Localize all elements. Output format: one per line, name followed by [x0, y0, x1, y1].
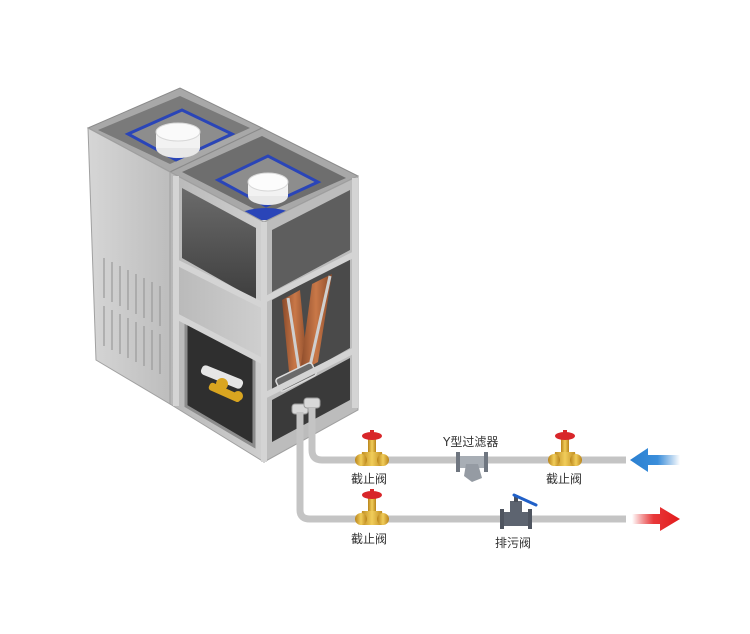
- return-pipe: [296, 412, 626, 523]
- drain-valve-label: 排污阀: [495, 536, 532, 550]
- valve-label-top-left: 截止阀: [351, 472, 388, 486]
- globe-valve-bottom-left[interactable]: [355, 489, 389, 525]
- inlet-arrow: [630, 448, 680, 472]
- cooling-unit: [86, 87, 360, 463]
- globe-valve-top-right[interactable]: [548, 430, 582, 466]
- strainer-label: Y型过滤器: [443, 435, 499, 449]
- frame-posts: [173, 176, 358, 462]
- copper-coil: [282, 274, 332, 382]
- outlet-arrow: [632, 507, 680, 531]
- pipes: [296, 408, 626, 523]
- cabinet-side-panel: [87, 127, 171, 405]
- drain-valve[interactable]: [500, 493, 538, 529]
- pipe-stubs: [291, 397, 321, 415]
- y-strainer[interactable]: [456, 452, 488, 482]
- supply-pipe: [308, 408, 626, 464]
- valve-label-bottom-left: 截止阀: [351, 532, 388, 546]
- valve-label-top-right: 截止阀: [546, 472, 583, 486]
- louver-vents: [103, 258, 161, 374]
- globe-valve-top-left[interactable]: [355, 430, 389, 466]
- fan-1: [124, 108, 236, 162]
- brass-fittings: [200, 365, 244, 403]
